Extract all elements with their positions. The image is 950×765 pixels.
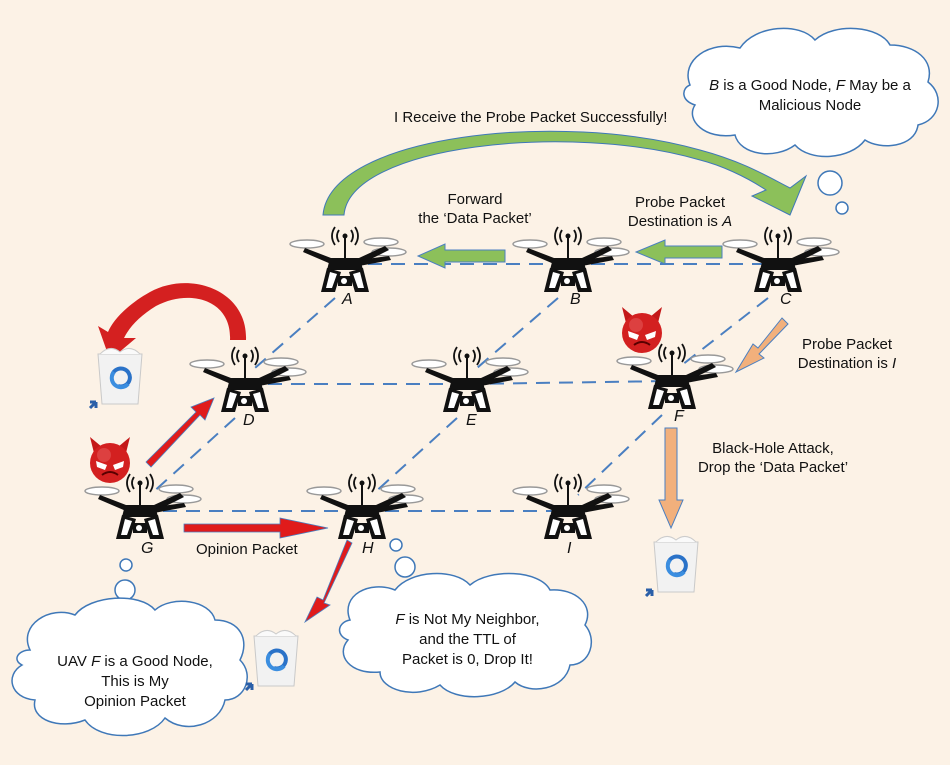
node-label-b: B [570,291,581,308]
cloud-text-part: UAV [57,653,92,670]
drone-icon-a [289,226,407,293]
cloud-bottom-middle-text: F is Not My Neighbor, and the TTL of Pac… [340,610,595,670]
probe-a-node: A [722,213,733,230]
recycle-bin-icon [244,628,300,692]
cloud-bottom-left-text: UAV F is a Good Node, This is My Opinion… [20,652,250,712]
cloud-layer [11,27,939,737]
node-label-e: E [466,412,477,429]
drone-icon-h [306,473,424,540]
blackhole-label-line1: Black-Hole Attack, [712,440,834,457]
recycle-bin-icon [88,346,144,410]
recycle-bin-icon [644,534,700,598]
cloud-text-line2: and the TTL of [419,631,516,648]
cloud-text-line2: This is My [101,673,169,690]
probe-i-node: I [892,355,897,372]
node-label-a: A [342,291,353,308]
drone-icon-i [512,473,630,540]
arrow-layer [98,130,808,624]
drone-layer [84,226,840,540]
link-C-F [681,297,769,366]
drone-icon-b [512,226,630,293]
link-D-G [149,417,236,496]
thought-cloud-bottom-left [11,597,248,737]
green-arrow-c-to-b [634,239,723,265]
cloud-node-f: F [835,77,846,94]
node-label-i: I [567,540,572,557]
devil-icon-g [89,436,131,484]
link-A-D [254,297,336,369]
thought-cloud-bottom-middle [338,572,593,698]
drone-icon-e [411,346,529,413]
cloud-node-f: F [91,653,101,670]
cloud-text-line2: Malicious Node [758,97,862,114]
cloud-text-line3: Packet is 0, Drop It! [402,651,533,668]
green-arrow-b-to-a [416,243,506,269]
probe-i-label-line2: Destination is [797,355,893,372]
link-F-I [577,414,663,496]
node-label-h: H [362,540,374,557]
cloud-text-part: May be a [845,77,911,94]
thought-cloud-top-right [683,27,939,158]
node-label-d: D [243,412,255,429]
probe-a-label-line2: Destination is [627,213,723,230]
link-B-E [476,297,559,369]
red-curved-arrow [98,283,247,360]
drone-icon-c [722,226,840,293]
probe-a-label-line1: Probe Packet [634,194,726,211]
cloud-top-right-text: B is a Good Node, F May be a Malicious N… [690,76,930,116]
forward-label-line2: the ‘Data Packet’ [418,210,532,227]
node-label-g: G [141,540,154,557]
link-E-F [466,380,673,385]
cloud-text-part: is a Good Node, [100,653,213,670]
cloud-text-part: is a Good Node, [719,77,836,94]
blackhole-label-line2: Drop the ‘Data Packet’ [697,459,849,476]
red-arrow-g-to-h [183,517,329,539]
probe-i-label-line1: Probe Packet [801,336,893,353]
node-label-f: F [674,408,684,425]
red-arrow-g-to-d [145,397,215,468]
cloud-node-f: F [395,611,405,628]
red-arrow-h-to-bin [303,539,353,624]
opinion-packet-label: Opinion Packet [196,541,298,558]
devil-icon-f [621,306,663,354]
node-label-c: C [780,291,792,308]
receive-probe-label: I Receive the Probe Packet Successfully! [394,109,668,126]
cloud-node-b: B [709,77,720,94]
orange-arrow-f-to-bin [658,427,684,530]
cloud-text-line3: Opinion Packet [84,693,186,710]
green-curved-arrow [322,130,808,216]
link-E-H [371,417,458,496]
cloud-text-part: is Not My Neighbor, [404,611,540,628]
link-layer [140,263,778,512]
drone-icon-f [616,343,734,410]
orange-arrow-c-to-f [734,317,789,374]
forward-label-line1: Forward [447,191,503,208]
